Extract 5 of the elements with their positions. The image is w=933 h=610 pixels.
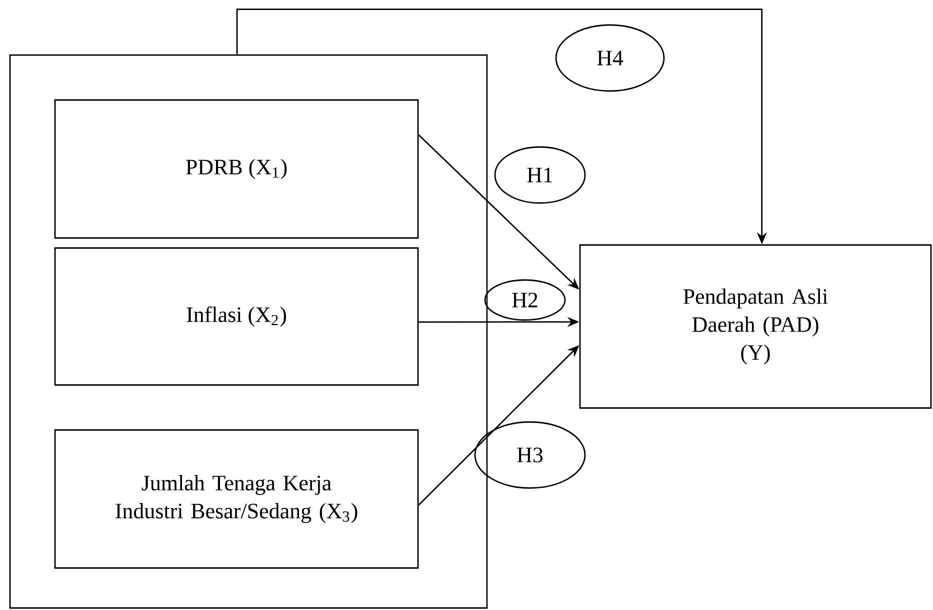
variable-box: Pendapatan Asli Daerah (PAD) (Y) [579, 244, 932, 409]
group-frame [9, 54, 488, 609]
variable-box: Inflasi (X$_{2}$) [54, 247, 419, 386]
variable-box: PDRB (X$_{1}$) [54, 99, 419, 239]
variable-box: Jumlah Tenaga Kerja Industri Besar/Sedang (X$_{3}$) [54, 429, 419, 569]
